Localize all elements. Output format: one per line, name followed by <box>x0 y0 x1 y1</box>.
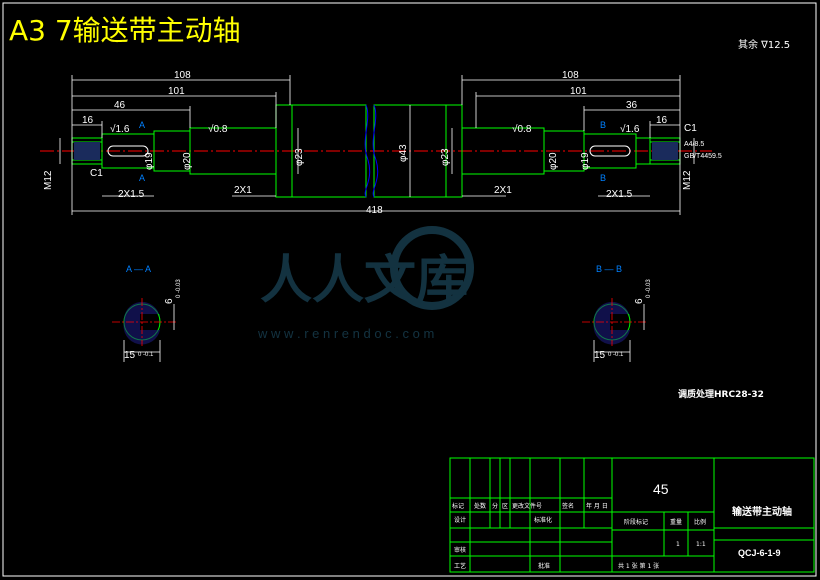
weight-label: 重量 <box>670 518 682 526</box>
dim-m12-right: M12 <box>682 170 693 190</box>
groove-2x15-right: 2X1.5 <box>606 189 633 200</box>
title-block-grid <box>449 457 815 573</box>
scale-label: 比例 <box>694 518 706 526</box>
watermark: 人人文库 w w w . r e n r e n d o c . c o m <box>257 226 474 341</box>
title-block-material: 45 <box>653 481 669 497</box>
row-label-design: 设计 <box>454 516 466 524</box>
watermark-logo <box>390 226 474 310</box>
section-a-key-depth-tol: 0 -0.03 <box>176 279 182 298</box>
section-marker-a-bottom: A <box>139 173 145 183</box>
dim-left-16: 16 <box>82 115 94 126</box>
center-hole-spec-2: GB/T4459.5 <box>684 153 722 160</box>
header-cell-3: 区 <box>502 503 508 510</box>
title-block-headers: 标记 处数 分 区 更改文件号 签名 年 月 日 设计 审核 工艺 标准化 批准… <box>452 502 706 570</box>
header-cell-5: 签名 <box>562 502 574 510</box>
dim-m12-left: M12 <box>43 170 54 190</box>
drawing-title: A3 7输送带主动轴 <box>9 14 241 47</box>
row-label-process: 工艺 <box>454 562 466 570</box>
section-marker-b-top: B <box>600 120 606 130</box>
chamfer-left: C1 <box>90 168 103 179</box>
thread-fill-right <box>652 142 678 160</box>
groove-2x15-left: 2X1.5 <box>118 189 145 200</box>
section-a-label: A — A <box>126 264 151 274</box>
header-cell-1: 处数 <box>474 502 486 510</box>
dim-phi19-left: φ19 <box>144 152 155 170</box>
dim-overall-418: 418 <box>366 205 383 216</box>
sheet-info: 共 1 张 第 1 张 <box>618 562 659 570</box>
title-block-part-name: 输送带主动轴 <box>732 505 792 518</box>
dim-phi20-right: φ20 <box>548 152 559 170</box>
dim-phi23-left: φ23 <box>294 148 305 166</box>
header-cell-4: 更改文件号 <box>512 502 542 510</box>
section-marker-a-top: A <box>139 120 145 130</box>
dim-left-108: 108 <box>174 70 191 81</box>
section-a-key-width-tol: 0 -0.1 <box>138 352 154 358</box>
dim-right-108: 108 <box>562 70 579 81</box>
groove-2x1-left: 2X1 <box>234 185 252 196</box>
heat-treatment-note: 调质处理HRC28-32 <box>678 388 764 400</box>
dim-right-36: 36 <box>626 100 638 111</box>
dim-phi43: φ43 <box>398 144 409 162</box>
row-label-review: 审核 <box>454 546 466 554</box>
dim-phi20-left: φ20 <box>182 152 193 170</box>
title-block-drawing-no: QCJ-6-1-9 <box>738 548 781 558</box>
section-markers: A A B B <box>139 120 606 183</box>
section-b-key-width: 15 <box>594 350 606 361</box>
roughness-08-right: √0.8 <box>512 123 532 135</box>
stage-label: 阶段标记 <box>624 518 648 526</box>
dim-right-16: 16 <box>656 115 668 126</box>
section-a-key-width: 15 <box>124 350 136 361</box>
roughness-08-left: √0.8 <box>208 123 228 135</box>
weight-value: 1 <box>676 541 680 548</box>
section-b-key-depth: 6 <box>634 298 645 304</box>
section-a-view <box>112 298 176 362</box>
row-mid-standard: 标准化 <box>534 516 552 524</box>
keyway-left <box>107 145 149 157</box>
dim-left-101: 101 <box>168 86 185 97</box>
dim-phi23-right: φ23 <box>440 148 451 166</box>
dim-left-46: 46 <box>114 100 126 111</box>
section-b-key-width-tol: 0 -0.1 <box>608 352 624 358</box>
dimension-labels: 108 101 46 16 108 101 36 16 418 C1 C1 2X… <box>82 70 722 216</box>
header-cell-0: 标记 <box>452 502 464 510</box>
groove-2x1-right: 2X1 <box>494 185 512 196</box>
dim-phi19-right: φ19 <box>580 152 591 170</box>
section-a-key-depth: 6 <box>164 298 175 304</box>
header-cell-2: 分 <box>492 502 498 510</box>
chamfer-right: C1 <box>684 123 697 134</box>
dim-right-101: 101 <box>570 86 587 97</box>
roughness-note: 其余 ∇12.5 <box>738 38 790 51</box>
scale-value: 1:1 <box>696 541 706 548</box>
section-marker-b-bottom: B <box>600 173 606 183</box>
row-mid-approve: 批准 <box>538 562 550 570</box>
section-b-label: B — B <box>596 264 622 274</box>
keyway-right <box>589 145 631 157</box>
diameter-labels: M12 M12 φ19 φ20 φ23 φ43 φ23 φ20 φ19 <box>43 144 693 190</box>
roughness-16-right: √1.6 <box>620 123 640 135</box>
thread-fill-left <box>74 142 100 160</box>
section-b-key-depth-tol: 0 -0.03 <box>646 279 652 298</box>
roughness-16-left: √1.6 <box>110 123 130 135</box>
watermark-url: w w w . r e n r e n d o c . c o m <box>257 326 434 341</box>
dimension-lines <box>59 75 695 215</box>
section-b-view <box>582 298 646 362</box>
header-cell-6: 年 月 日 <box>586 502 608 510</box>
watermark-brand: 人人文库 <box>260 251 468 311</box>
center-hole-spec-1: A4/8.5 <box>684 141 704 148</box>
